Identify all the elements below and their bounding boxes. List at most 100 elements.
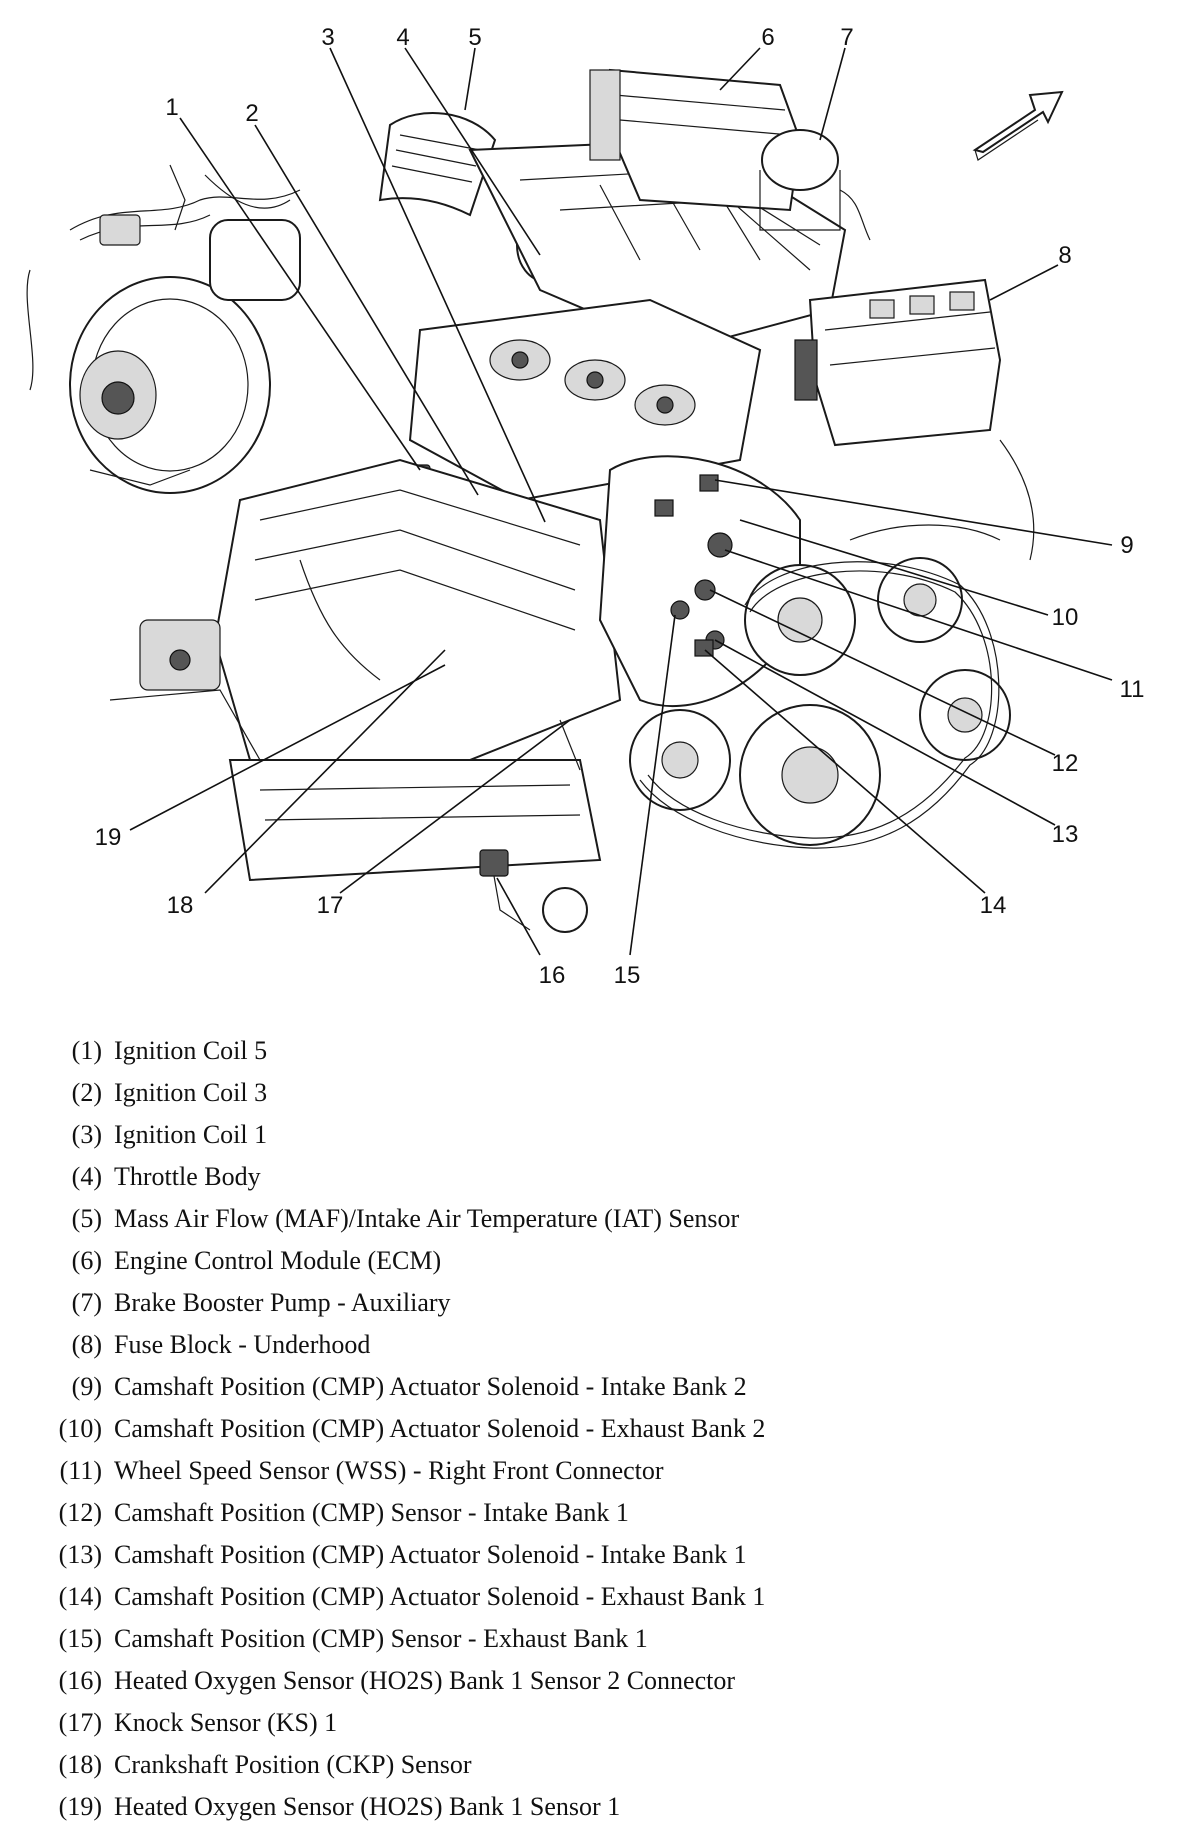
fuse-block-drawing [794,278,1002,447]
legend-label: Camshaft Position (CMP) Sensor - Intake … [114,1498,629,1527]
legend-number: (19) [58,1792,102,1821]
leader-lines [129,47,1113,956]
leader-line-16 [496,877,541,956]
callout-10: 10 [1052,604,1079,631]
leader-line-5 [464,47,476,111]
front-direction-arrow-icon [972,90,1064,161]
leader-line-11 [724,549,1113,681]
callout-18: 18 [167,892,194,919]
leader-line-18 [204,649,446,894]
leader-line-17 [339,719,571,894]
legend-label: Ignition Coil 1 [114,1120,268,1149]
legend-label: Throttle Body [114,1162,261,1191]
leader-line-19 [129,664,446,831]
booster-pump-drawing [759,129,871,241]
callout-3: 3 [321,24,334,51]
legend-item-13: (13) Camshaft Position (CMP) Actuator Sol… [44,1534,1164,1576]
callout-17: 17 [317,892,344,919]
callout-6: 6 [761,24,774,51]
intake-manifold-drawing [408,298,762,502]
legend-label: Ignition Coil 5 [114,1036,268,1065]
legend-number: (16) [58,1666,102,1695]
callout-8: 8 [1058,242,1071,269]
callout-19: 19 [95,824,122,851]
leader-line-7 [819,47,846,141]
legend-item-7: (7)Brake Booster Pump - Auxiliary [44,1282,1164,1324]
reservoir-drawing [209,219,301,301]
legend-item-18: (18)Crankshaft Position (CKP) Sensor [44,1744,1164,1786]
legend-label: Engine Control Module (ECM) [114,1246,442,1275]
leader-line-15 [629,614,676,956]
legend-label: Fuse Block - Underhood [114,1330,371,1359]
legend-label: Camshaft Position (CMP) Actuator Solenoi… [114,1414,766,1443]
callout-12: 12 [1052,750,1079,777]
brake-booster-drawing [26,269,271,494]
legend-item-2: (2) Ignition Coil 3 [44,1072,1164,1114]
legend-item-12: (12) Camshaft Position (CMP) Sensor - Int… [44,1492,1164,1534]
leader-line-6 [719,47,761,91]
callout-14: 14 [980,892,1007,919]
legend-label: Heated Oxygen Sensor (HO2S) Bank 1 Senso… [114,1792,621,1821]
wiring-harness-drawing [69,164,301,246]
legend-item-14: (14)Camshaft Position (CMP) Actuator Sol… [44,1576,1164,1618]
leader-line-13 [714,639,1056,826]
legend-item-4: (4) Throttle Body [44,1156,1164,1198]
legend-label: Wheel Speed Sensor (WSS) - Right Front C… [114,1456,664,1485]
legend-number: (15) [58,1624,102,1653]
legend-label: Knock Sensor (KS) 1 [114,1708,338,1737]
legend-number: (12) [58,1498,102,1527]
leader-line-12 [709,589,1056,756]
legend-label: Mass Air Flow (MAF)/Intake Air Temperatu… [114,1204,740,1233]
legend-item-16: (16) Heated Oxygen Sensor (HO2S) Bank 1 S… [44,1660,1164,1702]
legend-item-6: (6) Engine Control Module (ECM) [44,1240,1164,1282]
legend-label: Camshaft Position (CMP) Actuator Solenoi… [114,1582,766,1611]
leader-line-9 [714,479,1113,546]
leader-line-14 [704,649,986,894]
legend-number: (8) [71,1330,102,1359]
leader-line-8 [989,264,1059,301]
leader-line-2 [254,124,479,496]
legend-number: (1) [71,1036,102,1065]
component-legend: (1) Ignition Coil 5 (2) Ignition Coil 3 (3… [44,1030,1164,1828]
legend-label: Camshaft Position (CMP) Actuator Solenoi… [114,1372,747,1401]
legend-number: (2) [71,1078,102,1107]
legend-number: (5) [71,1204,102,1233]
legend-number: (4) [71,1162,102,1191]
legend-number: (10) [58,1414,102,1443]
legend-item-9: (9) Camshaft Position (CMP) Actuator Sole… [44,1366,1164,1408]
engine-illustration [26,68,1064,933]
engine-block-drawing [109,458,622,882]
legend-item-8: (8) Fuse Block - Underhood [44,1324,1164,1366]
accessory-drive-drawing [629,439,1035,849]
leader-line-3 [329,47,546,523]
callout-16: 16 [539,962,566,989]
callout-13: 13 [1052,821,1079,848]
legend-label: Camshaft Position (CMP) Sensor - Exhaust… [114,1624,648,1653]
legend-number: (9) [71,1372,102,1401]
callout-7: 7 [840,24,853,51]
callout-1: 1 [165,94,178,121]
legend-number: (3) [71,1120,102,1149]
leader-line-10 [739,519,1049,616]
legend-item-5: (5) Mass Air Flow (MAF)/Intake Air Temper… [44,1198,1164,1240]
legend-number: (17) [58,1708,102,1737]
callout-15: 15 [614,962,641,989]
legend-item-10: (10) Camshaft Position (CMP) Actuator Sol… [44,1408,1164,1450]
lower-sensors-drawing [479,474,719,933]
legend-number: (6) [71,1246,102,1275]
legend-number: (13) [58,1540,102,1569]
callout-numbers: 1 2 3 4 5 6 7 8 9 10 11 12 13 14 15 16 1… [95,24,1145,989]
legend-label: Crankshaft Position (CKP) Sensor [114,1750,472,1779]
legend-label: Camshaft Position (CMP) Actuator Solenoi… [114,1540,747,1569]
ecm-drawing [589,68,802,212]
callout-11: 11 [1120,676,1145,703]
leader-line-1 [179,117,421,471]
legend-label: Heated Oxygen Sensor (HO2S) Bank 1 Senso… [114,1666,736,1695]
legend-item-15: (15) Camshaft Position (CMP) Sensor - Exh… [44,1618,1164,1660]
engine-component-diagram: 1 2 3 4 5 6 7 8 9 10 11 12 13 14 15 16 1… [26,24,1145,989]
legend-label: Ignition Coil 3 [114,1078,268,1107]
legend-number: (11) [59,1456,102,1485]
legend-number: (7) [71,1288,102,1317]
legend-item-11: (11) Wheel Speed Sensor (WSS) - Right Fro… [44,1450,1164,1492]
callout-4: 4 [396,24,409,51]
